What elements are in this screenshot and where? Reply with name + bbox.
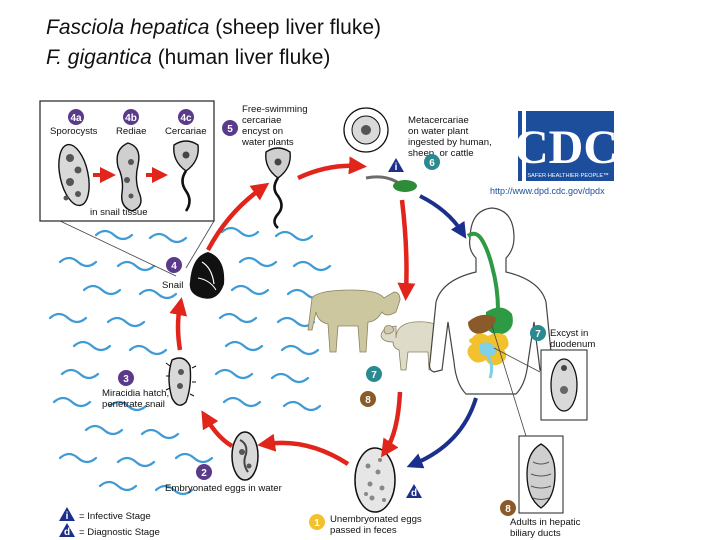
label-cercariae: Cercariae <box>165 126 207 137</box>
svg-text:6: 6 <box>429 158 435 169</box>
svg-text:4a: 4a <box>70 113 82 124</box>
svg-text:3: 3 <box>123 374 129 385</box>
redia-illustration <box>116 142 142 212</box>
badge-4: 4 <box>166 257 182 273</box>
water-waves <box>48 226 332 496</box>
title-species-1: Fasciola hepatica <box>46 16 210 39</box>
encysting-cercaria-illustration <box>265 147 291 229</box>
svg-text:8: 8 <box>365 395 371 406</box>
arrow-embryonated-to-miracidia <box>201 410 234 448</box>
sheep-illustration <box>380 321 445 371</box>
title-species-2: F. gigantica <box>46 46 152 69</box>
label-metacercariae: Metacercariae on water plant ingested by… <box>408 115 494 159</box>
label-snail: Snail <box>162 280 183 291</box>
svg-text:7: 7 <box>535 329 541 340</box>
miracidium-illustration <box>165 357 197 406</box>
adult-fluke-illustration <box>526 443 556 509</box>
cdc-logo: CDC SAFER·HEALTHIER·PEOPLE™ <box>509 111 618 181</box>
unembryonated-egg-illustration <box>354 447 396 513</box>
pointer-line-duodenum <box>493 347 541 373</box>
title-line-2: F. gigantica (human liver fluke) <box>46 46 330 70</box>
label-excyst-in-duodenum: Excyst in duodenum <box>550 328 595 350</box>
arrow-plant-to-animals <box>397 199 416 301</box>
title-line-1: Fasciola hepatica (sheep liver fluke) <box>46 16 381 40</box>
label-miracidia-hatch: Miracidia hatch, penetrate snail <box>102 388 172 410</box>
sporocyst-illustration <box>58 143 90 207</box>
badge-3: 3 <box>118 370 134 386</box>
inset-pointer-line-right <box>185 220 215 269</box>
label-adults-in-biliary-ducts: Adults in hepatic biliary ducts <box>510 517 583 539</box>
svg-text:d: d <box>64 527 70 538</box>
cattle-illustration <box>307 289 401 353</box>
svg-text:8: 8 <box>505 504 511 515</box>
snail-illustration <box>189 252 225 299</box>
badge-4b: 4b <box>123 109 139 125</box>
embryonated-egg-illustration <box>231 431 259 481</box>
legend-diagnostic: d = Diagnostic Stage <box>59 523 160 538</box>
title-common-name-1: (sheep liver fluke) <box>209 16 382 39</box>
svg-text:2: 2 <box>201 468 207 479</box>
inset-pointer-line-left <box>59 220 177 277</box>
badge-6: 6 <box>424 154 440 170</box>
metacercaria-illustration <box>343 107 389 153</box>
badge-7-host: 7 <box>366 366 382 382</box>
cycle-arrows-red <box>169 156 416 466</box>
label-unembryonated-eggs: Unembryonated eggs passed in feces <box>330 514 424 536</box>
badge-2: 2 <box>196 464 212 480</box>
svg-text:4b: 4b <box>125 113 137 124</box>
arrow-egg-to-embryonated <box>257 433 350 466</box>
badge-4a: 4a <box>68 109 84 125</box>
svg-text:1: 1 <box>314 518 320 529</box>
title-common-name-2: (human liver fluke) <box>151 46 331 69</box>
legend-infective: i = Infective Stage <box>59 507 151 522</box>
excysted-juvenile-illustration <box>550 358 578 412</box>
arrow-snail-to-cercariae <box>206 182 270 252</box>
label-embryonated-eggs: Embryonated eggs in water <box>165 483 283 494</box>
arrow-cercariae-to-metacercariae <box>297 156 367 181</box>
svg-text:d: d <box>411 488 417 499</box>
arrow-human-to-eggs <box>406 397 478 469</box>
badge-8: 8 <box>500 500 516 516</box>
cdc-logo-tagline: SAFER·HEALTHIER·PEOPLE™ <box>527 173 608 179</box>
badge-4c: 4c <box>178 109 194 125</box>
water-plant-illustration <box>365 175 417 192</box>
label-rediae: Rediae <box>116 126 146 137</box>
badge-1: 1 <box>309 514 325 530</box>
legend-infective-label: = Infective Stage <box>79 511 151 522</box>
badge-8-host: 8 <box>360 391 376 407</box>
label-sporocysts: Sporocysts <box>50 126 98 137</box>
arrow-miracidia-to-snail <box>169 297 188 351</box>
arrow-plant-to-human <box>419 194 467 239</box>
label-in-snail-tissue: in snail tissue <box>90 207 148 218</box>
badge-5: 5 <box>222 120 238 136</box>
cdc-logo-letters: CDC <box>514 121 618 174</box>
legend-diagnostic-label: = Diagnostic Stage <box>79 527 160 538</box>
cycle-arrows-navy <box>406 194 478 469</box>
infective-stage-marker: i <box>388 158 404 173</box>
svg-text:4c: 4c <box>180 113 192 124</box>
svg-text:7: 7 <box>371 370 377 381</box>
human-silhouette <box>428 207 554 395</box>
svg-text:i: i <box>395 162 398 173</box>
diagnostic-stage-marker: d <box>406 484 422 499</box>
svg-text:5: 5 <box>227 124 233 135</box>
cercaria-inset-illustration <box>173 140 199 212</box>
svg-text:4: 4 <box>171 261 177 272</box>
arrow-animals-to-eggs <box>381 391 403 458</box>
cdc-url: http://www.dpd.cdc.gov/dpdx <box>490 186 605 196</box>
badge-7: 7 <box>530 325 546 341</box>
pointer-line-biliary <box>491 325 527 437</box>
label-free-swimming-cercariae: Free-swimming cercariae encyst on water … <box>241 104 310 148</box>
svg-text:i: i <box>66 511 69 522</box>
